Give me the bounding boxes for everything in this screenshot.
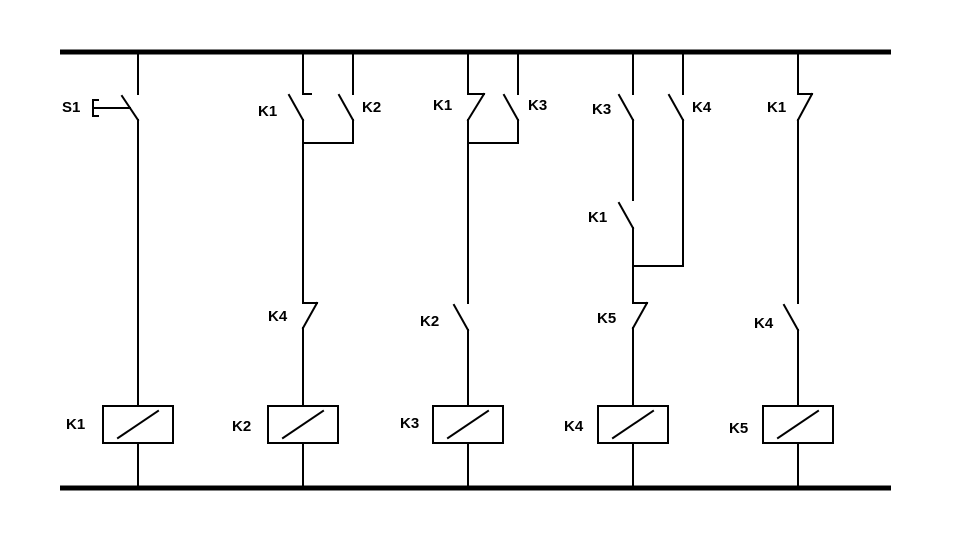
contact-label: K4 (268, 308, 288, 325)
nc-contact-k1 (287, 93, 312, 122)
rung-5: K1 K4 K5 (729, 51, 834, 489)
nc-contact-k1 (466, 92, 486, 122)
contact-label: K1 (588, 209, 607, 226)
no-contact-k4 (782, 303, 800, 332)
contact-label: K2 (420, 313, 439, 330)
contact-label: K1 (433, 97, 452, 114)
nc-contact-k1 (796, 92, 814, 122)
contact-label: K4 (754, 315, 774, 332)
coil-label: K1 (66, 416, 85, 433)
contact-label: K3 (592, 101, 611, 118)
no-contact-k2 (452, 303, 470, 332)
nc-contact-k5 (631, 301, 649, 330)
no-contact-k1 (617, 201, 635, 230)
pushbutton-contact-s1 (92, 94, 140, 122)
contact-label: K2 (362, 99, 381, 116)
coil-label: K5 (729, 420, 748, 437)
coil-label: K2 (232, 418, 251, 435)
no-contact-k4 (667, 93, 685, 122)
rung-1: S1 K1 (62, 51, 174, 489)
contact-label: S1 (62, 99, 80, 116)
contact-label: K1 (258, 103, 277, 120)
contact-label: K5 (597, 310, 616, 327)
contact-label: K4 (692, 99, 712, 116)
coil-label: K3 (400, 415, 419, 432)
nc-contact-k4 (301, 301, 319, 330)
rung-4: K3 K4 K1 K5 K4 (564, 51, 712, 489)
coil-label: K4 (564, 418, 584, 435)
contact-label: K3 (528, 97, 547, 114)
rung-3: K1 K3 K2 K3 (400, 51, 547, 489)
rung-2: K1 K2 K4 K2 (232, 51, 381, 489)
no-contact-k3 (617, 93, 635, 122)
no-contact-k3 (502, 93, 520, 122)
contact-label: K1 (767, 99, 786, 116)
no-contact-k2 (337, 93, 355, 122)
